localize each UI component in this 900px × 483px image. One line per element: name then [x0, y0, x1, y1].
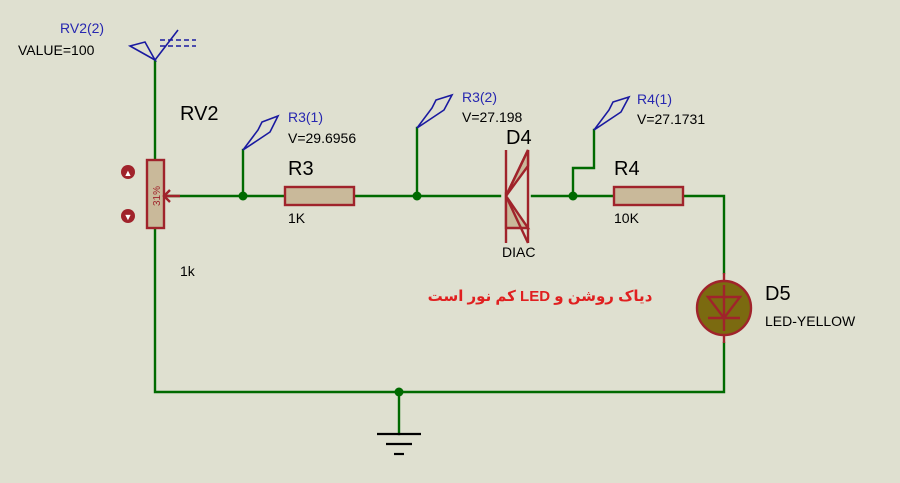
potentiometer-wiper [162, 189, 180, 203]
d4-ref-label: D4 [506, 127, 532, 149]
rv2-value-label: 1k [180, 263, 196, 279]
junctions [238, 191, 578, 397]
probe-r3-1-name: R3(1) [288, 109, 323, 125]
probe-arrow-icon [242, 114, 280, 151]
probe-r3-1-value: V=29.6956 [288, 130, 356, 146]
r4-value-label: 10K [614, 210, 640, 226]
diac-triangle-edge [504, 195, 530, 244]
wire-probe-r4-1 [571, 128, 596, 198]
probe-rv2-value: VALUE=100 [18, 42, 95, 58]
probe-r4-1-name: R4(1) [637, 91, 672, 107]
junction-dot [238, 191, 248, 201]
led-diode-bar [708, 285, 740, 331]
probe-r3-2[interactable] [416, 93, 454, 129]
diac-triangle-lower [504, 192, 531, 230]
probe-arrow-icon [416, 93, 454, 129]
diac-triangle-upper [504, 149, 530, 197]
wire-rv2-bottom [153, 226, 726, 394]
probe-r3-2-name: R3(2) [462, 89, 497, 105]
r3-value-label: 1K [288, 210, 306, 226]
potentiometer-body [145, 158, 166, 230]
led-d5[interactable] [695, 273, 753, 343]
resistor-body [283, 185, 356, 207]
probe-arrow-icon [593, 95, 631, 131]
probe-arrow-icon [127, 41, 158, 63]
probe-r3-2-value: V=27.198 [462, 109, 523, 125]
rv2-ref-label: RV2 [180, 103, 219, 125]
decrease-button[interactable] [121, 209, 135, 223]
resistor-r4[interactable] [612, 185, 685, 207]
wire-r4-to-led [681, 194, 726, 275]
resistor-body [612, 185, 685, 207]
potentiometer-wiper-text: 31% [152, 186, 163, 206]
down-arrow-icon: ▼ [124, 212, 133, 222]
probe-dashes [160, 39, 196, 47]
annotation-note: دیاک روشن و LED کم نور است [428, 288, 653, 305]
potentiometer-rv2[interactable]: 31% ▲ ▼ [121, 158, 180, 230]
probe-rv2-name: RV2(2) [60, 20, 104, 36]
probe-rv2[interactable] [127, 29, 196, 63]
junction-dot [394, 387, 404, 397]
r3-ref-label: R3 [288, 158, 314, 180]
d5-type-label: LED-YELLOW [765, 313, 856, 329]
probe-r4-1-value: V=27.1731 [637, 111, 705, 127]
increase-button[interactable] [121, 165, 135, 179]
probe-r3-1[interactable] [242, 114, 280, 151]
r4-ref-label: R4 [614, 158, 640, 180]
ground-symbol [377, 432, 421, 456]
probe-r4-1[interactable] [593, 95, 631, 131]
d4-type-label: DIAC [502, 244, 535, 260]
up-arrow-icon: ▲ [124, 168, 133, 178]
junction-dot [412, 191, 422, 201]
probe-lead [154, 29, 179, 61]
resistor-r3[interactable] [283, 185, 356, 207]
diac-d4[interactable] [504, 149, 531, 244]
d5-ref-label: D5 [765, 283, 791, 305]
junction-dot [568, 191, 578, 201]
